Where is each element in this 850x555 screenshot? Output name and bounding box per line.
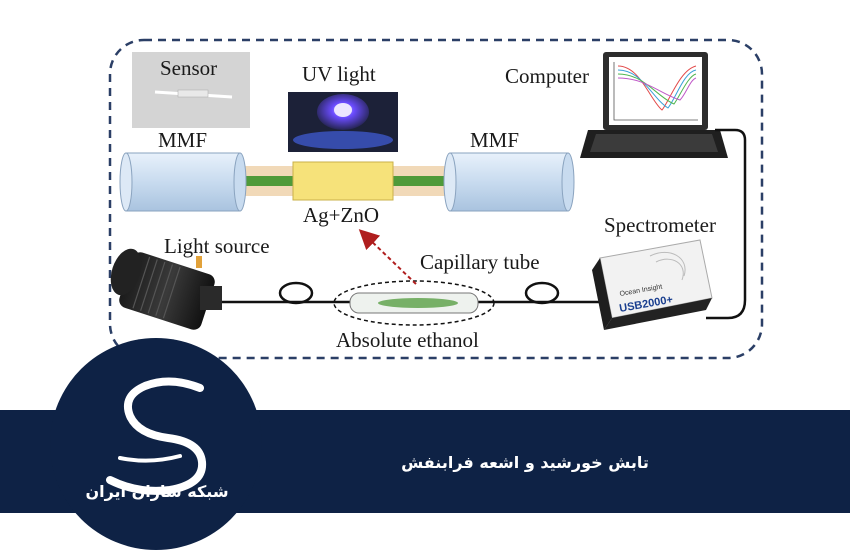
uv-light-photo: [288, 92, 398, 152]
mmf-left-label: MMF: [158, 128, 207, 153]
fiber-coil-left: [280, 283, 312, 303]
capillary-tube-label: Capillary tube: [420, 250, 540, 275]
spectrometer-device: USB2000+ Ocean Insight: [592, 240, 712, 330]
sensor-label: Sensor: [160, 56, 217, 81]
brand-logo-icon: [50, 338, 262, 550]
computer-laptop: [580, 52, 728, 158]
banner-title: تابش خورشید و اشعه فرابنفش: [370, 453, 680, 472]
brand-name: شبکه سازان ایران: [62, 482, 252, 501]
coating-label: Ag+ZnO: [303, 203, 379, 228]
reaction-arrow: [366, 236, 416, 284]
light-source-label: Light source: [164, 234, 270, 259]
computer-label: Computer: [505, 64, 589, 89]
spectrometer-label: Spectrometer: [604, 213, 716, 238]
brand-logo-circle: [50, 338, 262, 550]
uv-light-label: UV light: [302, 62, 376, 87]
ag-zno-coating: [293, 162, 393, 200]
mmf-right-label: MMF: [470, 128, 519, 153]
fiber-coil-right: [526, 283, 558, 303]
capillary-tube: [334, 281, 494, 325]
absolute-ethanol-label: Absolute ethanol: [336, 328, 479, 353]
